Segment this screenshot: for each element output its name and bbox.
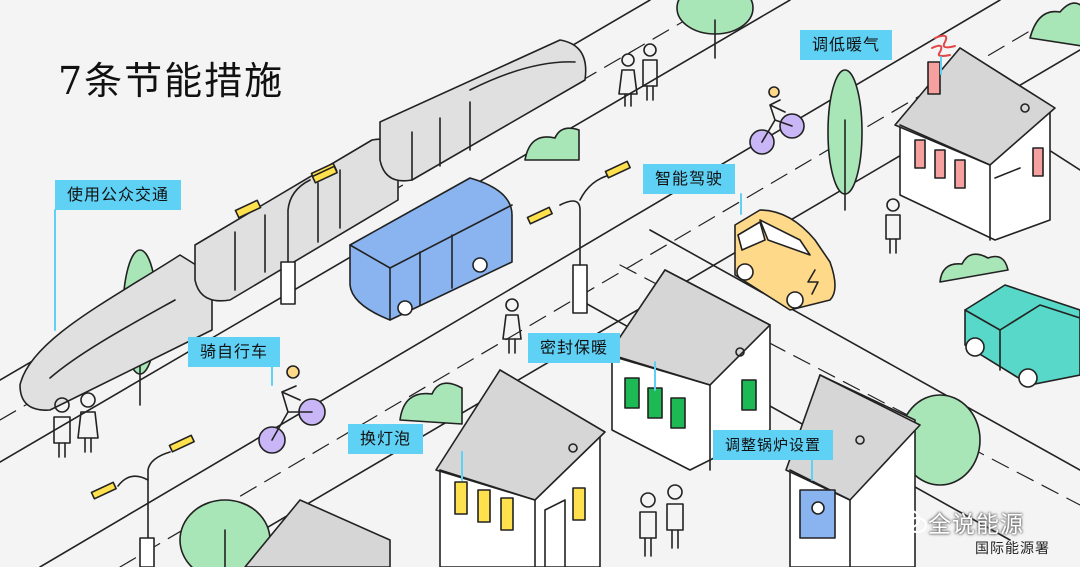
house-bulbs xyxy=(435,369,606,567)
watermark-account: 全说能源 xyxy=(928,512,1024,538)
truck xyxy=(964,284,1080,388)
house-heating xyxy=(894,34,1056,241)
label-connectors xyxy=(54,56,942,481)
watermark-source: 国际能源署 xyxy=(975,541,1050,557)
label-public-transport: 使用公众交通 xyxy=(55,180,182,210)
wechat-icon xyxy=(896,509,927,533)
smart-car xyxy=(734,209,836,311)
street-lights xyxy=(90,160,631,567)
house-insulation xyxy=(607,269,771,471)
bus xyxy=(349,177,513,321)
label-seal-insulation: 密封保暖 xyxy=(528,333,621,363)
label-adjust-boiler: 调整锅炉设置 xyxy=(713,430,834,460)
bicycles xyxy=(258,86,805,454)
label-lower-heating: 调低暖气 xyxy=(800,30,893,60)
label-change-bulbs: 换灯泡 xyxy=(348,424,424,454)
page-title: 7条节能措施 xyxy=(58,59,285,103)
pedestrians xyxy=(53,43,901,557)
house-boiler xyxy=(785,374,921,567)
house-partial xyxy=(244,499,391,567)
label-cycling: 骑自行车 xyxy=(188,337,281,367)
label-smart-driving: 智能驾驶 xyxy=(643,164,736,194)
train xyxy=(19,39,587,411)
